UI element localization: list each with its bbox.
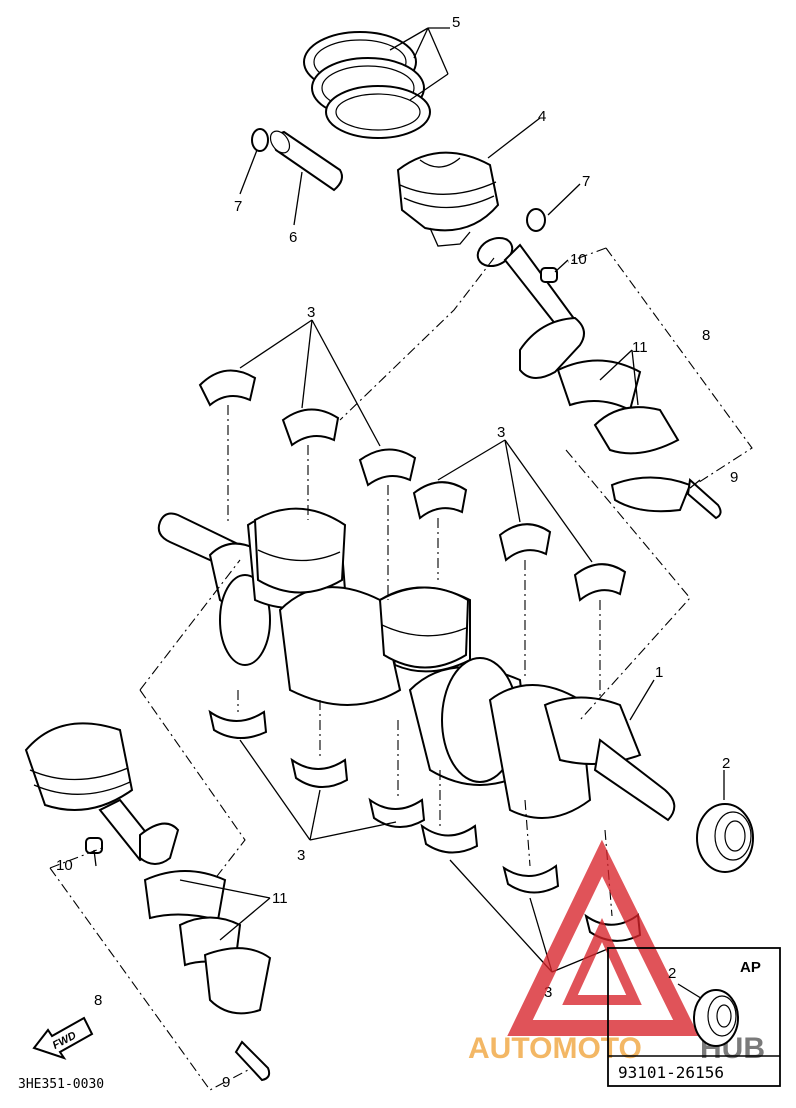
- crank-pin-piston-1: [253, 507, 347, 594]
- connecting-rod-upper: [476, 236, 692, 513]
- callout-3-bottom: 3: [297, 847, 305, 864]
- piston-rings: [303, 31, 431, 139]
- callout-5: 5: [452, 14, 460, 31]
- ap-inset-box: AP 2 93101-26156: [607, 947, 781, 1087]
- callout-3-right: 3: [544, 984, 552, 1001]
- callout-7-right: 7: [582, 173, 590, 190]
- bearing-shells: [198, 369, 642, 942]
- piston-lower: [24, 722, 134, 811]
- watermark-triangle-logo: [507, 839, 699, 1036]
- callout-6: 6: [289, 229, 297, 246]
- rod-bolt-lower: [234, 1040, 271, 1082]
- callout-11-bottom: 11: [272, 890, 288, 907]
- fwd-arrow: FWD: [32, 1016, 94, 1060]
- piston-upper: [396, 151, 500, 247]
- callout-10-top: 10: [570, 251, 587, 268]
- watermark-text-a: AUTOMOTO: [468, 1032, 642, 1065]
- circlip-right: [526, 208, 546, 232]
- rod-bolt-upper: [686, 478, 722, 520]
- callout-2: 2: [722, 755, 730, 772]
- callout-7-left: 7: [234, 198, 242, 215]
- connecting-rod-lower: [98, 798, 272, 1015]
- callout-9-bottom: 9: [222, 1074, 230, 1091]
- circlip-left: [251, 128, 269, 152]
- callout-9-top: 9: [730, 469, 738, 486]
- callout-8-bottom: 8: [94, 992, 102, 1009]
- leader-lines: [93, 27, 725, 973]
- callout-3-mid: 3: [497, 424, 505, 441]
- callout-3-top: 3: [307, 304, 315, 321]
- diagram-code: 3HE351-0030: [18, 1077, 104, 1092]
- piston-pin: [269, 130, 343, 192]
- callout-numbers: 5 4 7 7 6 10 8 11 3 3 9 1 2 3 10 11 3 8 …: [56, 14, 738, 1091]
- callout-4: 4: [538, 108, 546, 125]
- oil-seal: [696, 803, 754, 873]
- rod-nut-upper: [540, 267, 558, 283]
- callout-8-top: 8: [702, 327, 710, 344]
- ap-callout-2: 2: [668, 965, 676, 982]
- callout-10-bottom: 10: [56, 857, 73, 874]
- ap-label: AP: [740, 959, 761, 976]
- callout-11-top: 11: [632, 339, 648, 356]
- watermark: AUTOMOTO HUB: [468, 839, 765, 1065]
- crank-pin-piston-2: [378, 586, 470, 669]
- ap-oil-seal: [693, 989, 739, 1047]
- ap-part-number: 93101-26156: [618, 1063, 724, 1082]
- callout-1: 1: [655, 664, 663, 681]
